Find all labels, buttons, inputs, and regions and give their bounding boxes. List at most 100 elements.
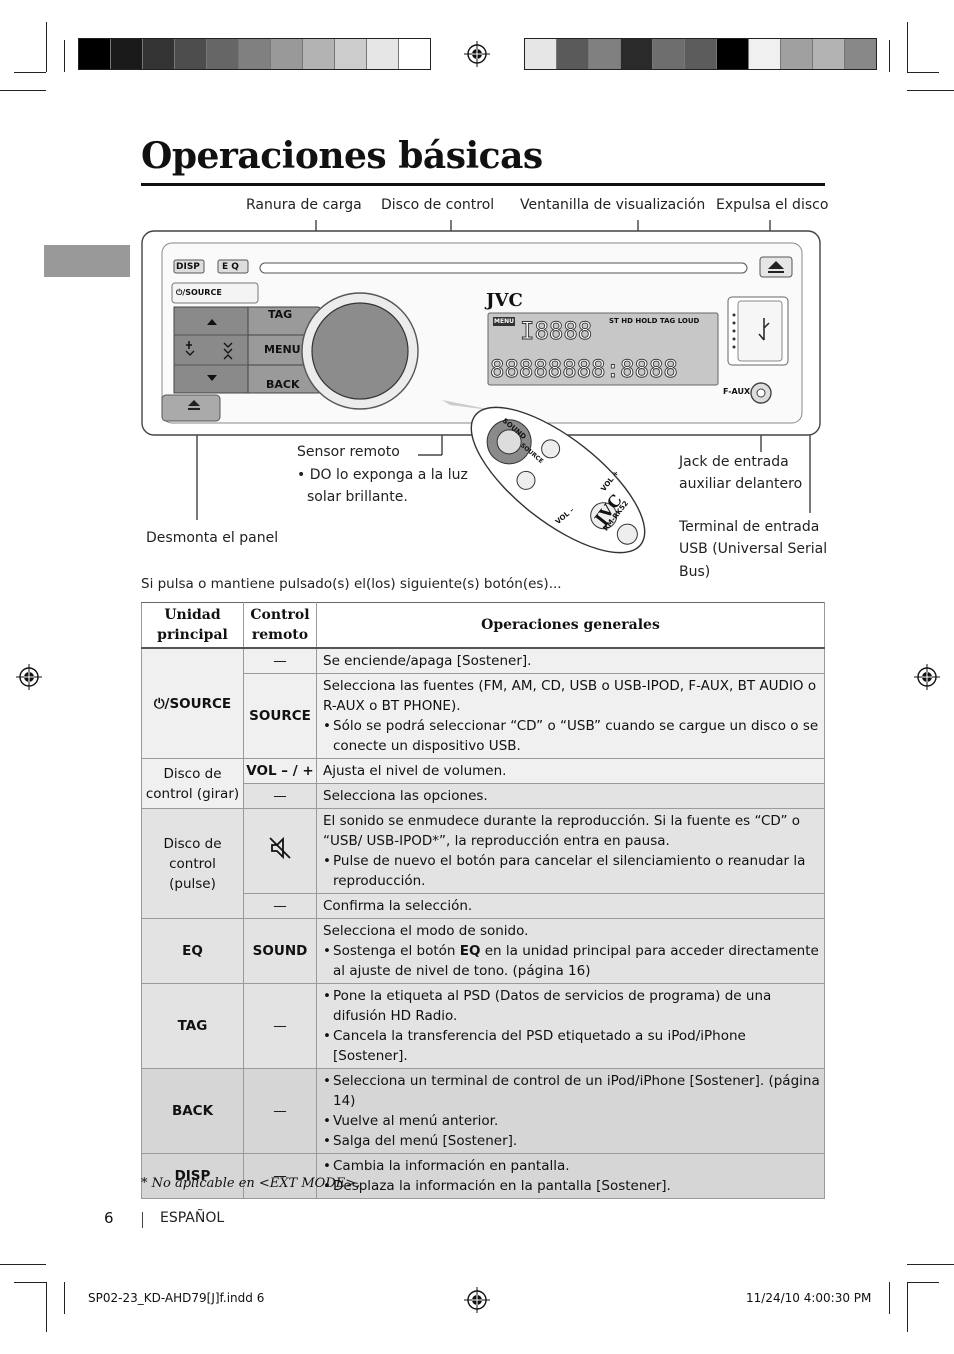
color-swatch [525,39,557,69]
svg-text:88888888:8888: 88888888:8888 [490,355,678,383]
color-swatch [303,39,335,69]
footer-separator [142,1212,143,1228]
operation-cell: Selecciona las opciones. [316,783,825,809]
operation-bullet: Sólo se podrá seleccionar “CD” o “USB” c… [323,716,820,756]
remote-cell: — [243,783,317,809]
main-unit-cell: BACK [141,1068,244,1154]
remote-cell: — [243,1153,317,1199]
registration-mark-icon [464,41,490,67]
table-intro: Si pulsa o mantiene pulsado(s) el(los) s… [141,576,562,592]
operation-text: El sonido se enmudece durante la reprodu… [323,813,800,849]
callout-usb: Terminal de entrada [679,519,820,535]
callout-jack: Jack de entrada [679,454,789,470]
operation-bullet: Cambia la información en pantalla. [323,1156,820,1176]
print-slug-file: SP02-23_KD-AHD79[J]f.indd 6 [88,1291,265,1305]
main-unit-cell: Disco de control (pulse) [141,808,244,919]
color-swatch [367,39,399,69]
color-swatch [79,39,111,69]
table-row: SOURCE Selecciona las fuentes (FM, AM, C… [141,673,825,759]
callout-expulsa: Expulsa el disco [716,197,829,213]
operation-bullet: Pulse de nuevo el botón para cancelar el… [323,851,820,891]
color-swatch [271,39,303,69]
main-unit-cell: DISP [141,1153,244,1199]
callout-sensor: Sensor remoto [297,444,400,460]
table-row: DISP — Cambia la información en pantalla… [141,1153,825,1199]
color-swatch [557,39,589,69]
operation-bullet: Desplaza la información en la pantalla [… [323,1176,820,1196]
color-swatch [589,39,621,69]
callout-desmonta: Desmonta el panel [146,530,279,546]
lcd-menu-indicator: MENU [494,318,514,325]
column-header: Unidad principal [141,602,244,649]
callout-jack: auxiliar delantero [679,476,803,492]
column-header: Operaciones generales [316,602,825,649]
operation-cell: Cambia la información en pantalla. Despl… [316,1153,825,1199]
source-button[interactable]: ⏻/SOURCE [176,288,222,297]
table-row: — Selecciona las opciones. [141,783,825,809]
tag-button[interactable]: TAG [268,308,293,321]
color-bar-right [524,38,877,70]
bullet-emphasis: EQ [459,943,481,959]
registration-mark-icon [464,1287,490,1313]
color-swatch [813,39,845,69]
callout-ventanilla: Ventanilla de visualización [520,197,706,213]
footer-language: ESPAÑOL [160,1210,225,1226]
operation-bullet: Pone la etiqueta al PSD (Datos de servic… [323,986,820,1026]
remote-cell: SOURCE [243,673,317,759]
eq-button[interactable]: E Q [222,262,239,272]
registration-mark-icon [914,664,940,690]
operation-cell: Selecciona las fuentes (FM, AM, CD, USB … [316,673,825,759]
operation-cell: Selecciona un terminal de control de un … [316,1068,825,1154]
table-row: BACK — Selecciona un terminal de control… [141,1068,825,1154]
print-slug-date: 11/24/10 4:00:30 PM [746,1291,872,1305]
table-row: — Confirma la selección. [141,893,825,919]
color-swatch [175,39,207,69]
color-swatch [685,39,717,69]
remote-cell: — [243,1068,317,1154]
operation-bullet: Vuelve al menú anterior. [323,1111,820,1131]
operation-cell: Pone la etiqueta al PSD (Datos de servic… [316,983,825,1069]
color-swatch [845,39,876,69]
color-swatch [781,39,813,69]
remote-cell: — [243,893,317,919]
lcd-indicators: ST HD HOLD TAG LOUD [609,317,700,325]
operation-cell: Confirma la selección. [316,893,825,919]
table-row: EQ SOUND Selecciona el modo de sonido. S… [141,918,825,984]
remote-cell [243,808,317,894]
main-unit-cell: TAG [141,983,244,1069]
operation-bullet: Sostenga el botón EQ en la unidad princi… [323,941,820,981]
registration-mark-icon [16,664,42,690]
callout-disco: Disco de control [381,197,495,213]
table-row: TAG — Pone la etiqueta al PSD (Datos de … [141,983,825,1069]
color-swatch [143,39,175,69]
color-swatch [653,39,685,69]
section-tab [44,245,130,277]
remote-cell: — [243,983,317,1069]
faux-label: F-AUX [723,387,751,396]
table-header-row: Unidad principal Control remoto Operacio… [141,602,825,649]
page-title: Operaciones básicas [141,135,543,177]
color-swatch [717,39,749,69]
callout-usb: Bus) [679,564,711,580]
title-rule [141,183,825,186]
operation-bullet: Selecciona un terminal de control de un … [323,1071,820,1111]
operation-cell: Ajusta el nivel de volumen. [316,758,825,784]
color-swatch [239,39,271,69]
color-bar-left [78,38,431,70]
table-row: ⏻/SOURCE — Se enciende/apaga [Sostener]. [141,647,825,759]
main-unit-cell: ⏻/SOURCE [141,647,244,759]
callout-usb: USB (Universal Serial [679,541,828,557]
menu-button[interactable]: MENU [264,343,301,356]
operation-text: Selecciona el modo de sonido. [323,923,529,939]
color-swatch [335,39,367,69]
operation-cell: Selecciona el modo de sonido. Sostenga e… [316,918,825,984]
disp-button[interactable]: DISP [176,262,200,272]
operations-table: Unidad principal Control remoto Operacio… [141,602,825,1199]
remote-cell: — [243,647,317,674]
back-button[interactable]: BACK [266,378,300,391]
table-row: Disco de control (girar) VOL – / + Ajust… [141,758,825,809]
column-header: Control remoto [243,602,317,649]
mute-icon [269,836,291,860]
main-unit-cell: Disco de control (girar) [141,758,244,809]
callout-ranura: Ranura de carga [246,197,362,213]
